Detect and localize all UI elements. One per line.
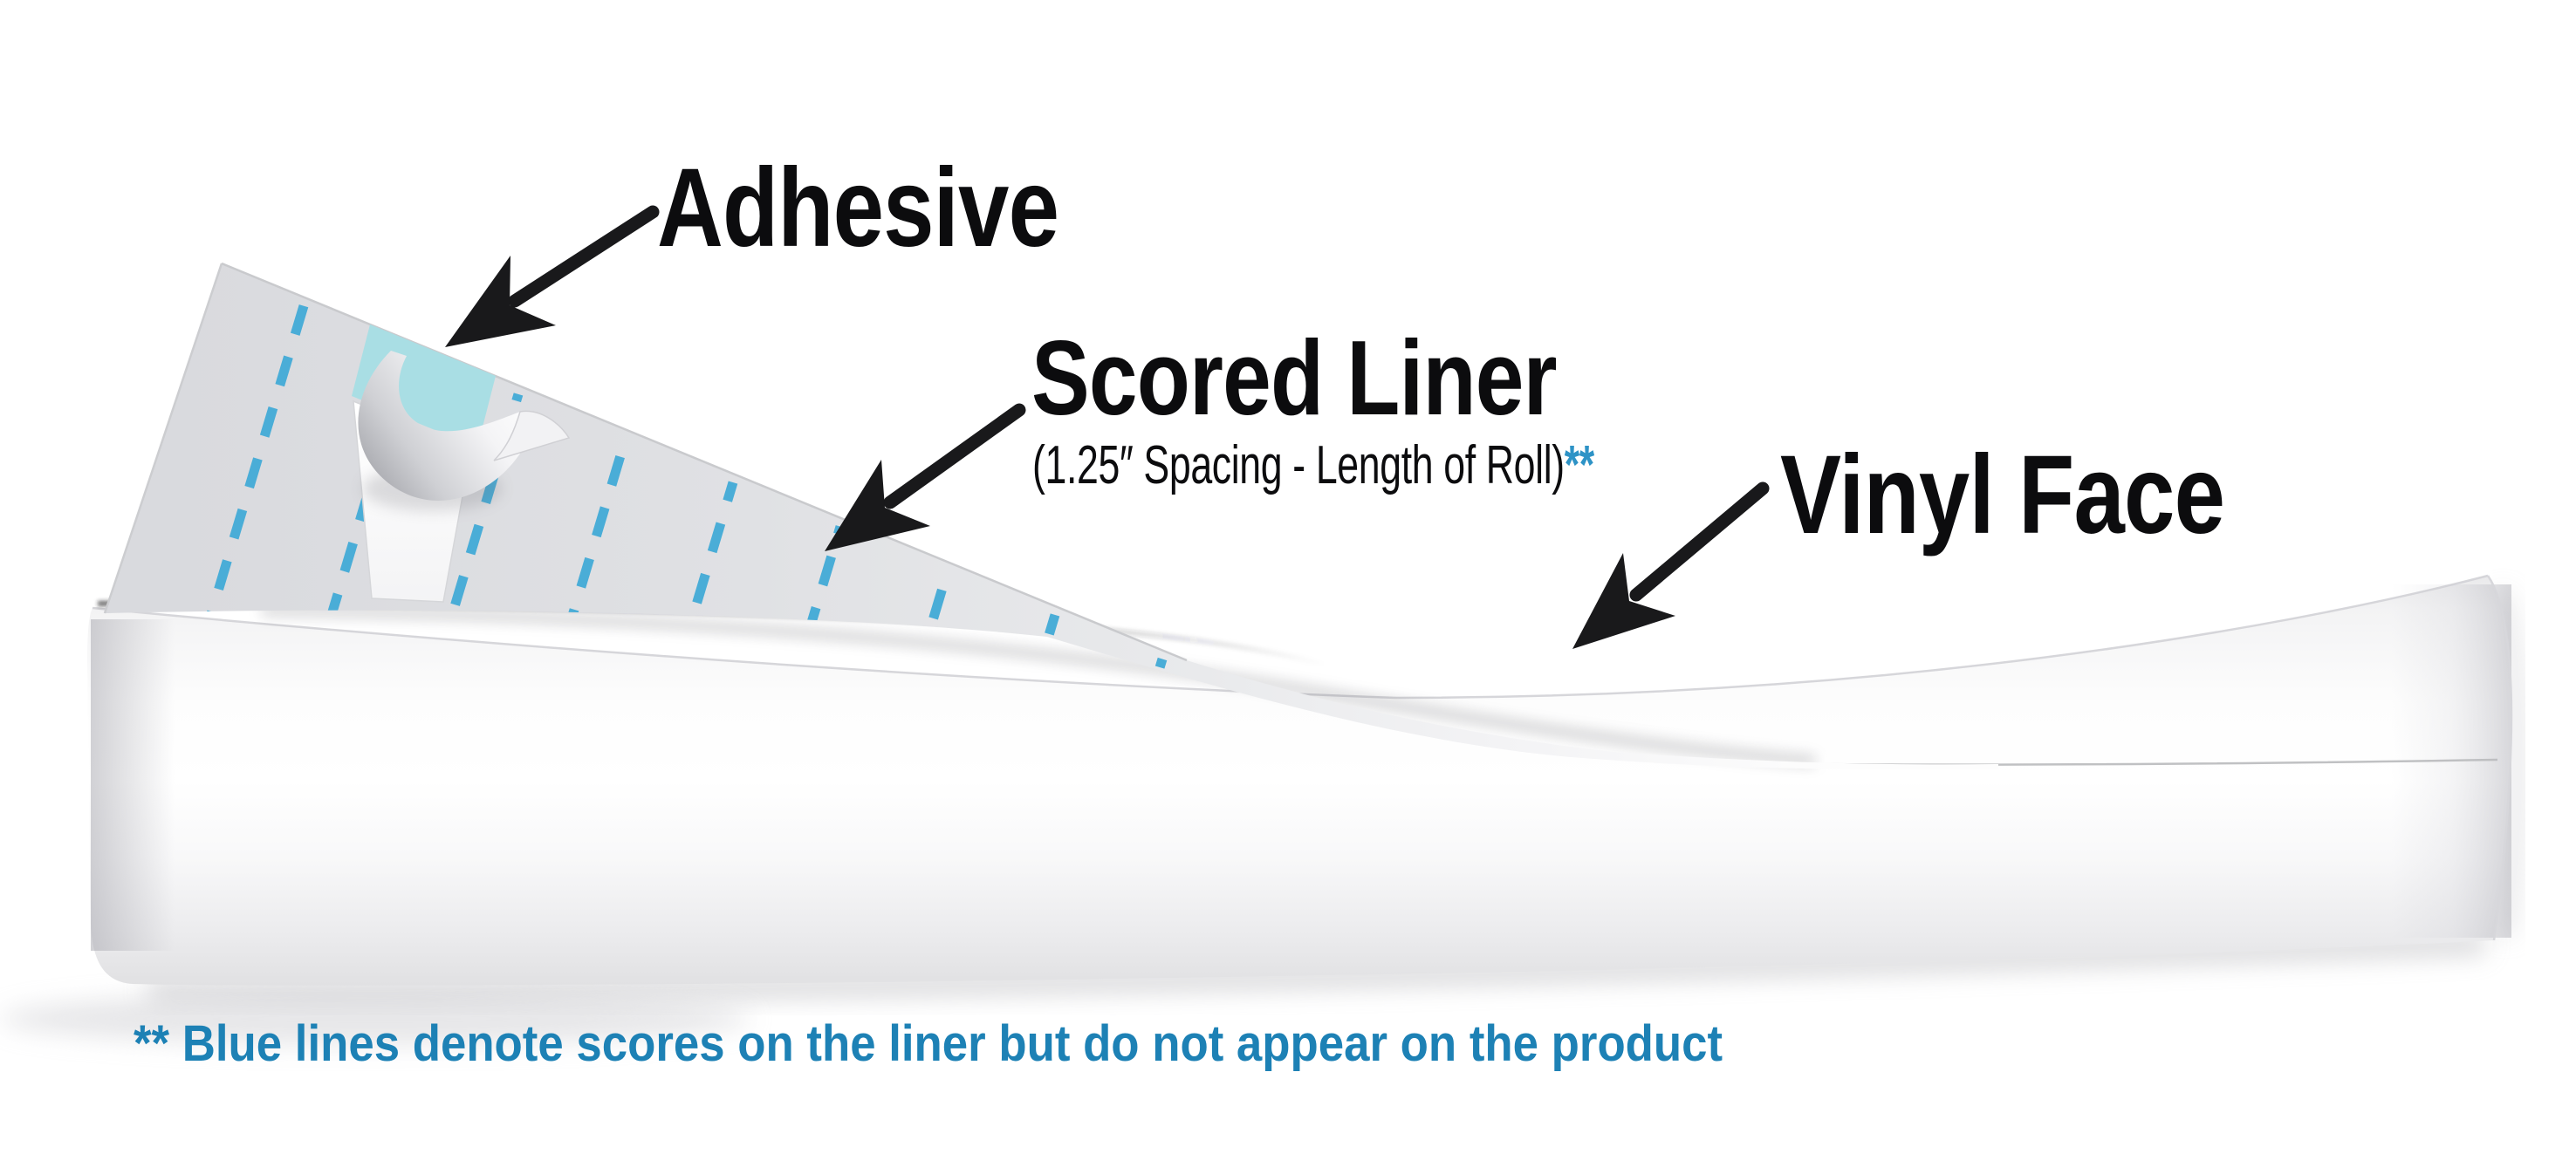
vinyl-roll bbox=[87, 574, 2513, 986]
scored-liner-arrow bbox=[825, 403, 1026, 551]
score-line bbox=[489, 436, 631, 770]
scored-liner-note-text: (1.25″ Spacing - Length of Roll) bbox=[1032, 435, 1565, 495]
liner-top-edge bbox=[221, 262, 1188, 662]
vinyl-face-label: Vinyl Face bbox=[1780, 433, 2225, 557]
scored-liner-label: Scored Liner bbox=[1031, 318, 1558, 437]
roll-shadow bbox=[0, 591, 2525, 1045]
liner-left-edge bbox=[103, 263, 223, 614]
liner-surface bbox=[105, 263, 1998, 770]
adhesive-arrow bbox=[445, 205, 660, 347]
score-line bbox=[730, 525, 846, 770]
roll-top-edge bbox=[92, 574, 2489, 700]
scored-liner-note-marker: ** bbox=[1564, 435, 1594, 495]
scored-liner-note: (1.25″ Spacing - Length of Roll)** bbox=[1032, 439, 1594, 493]
vinyl-face-arrow bbox=[1572, 481, 1770, 649]
adhesive-label: Adhesive bbox=[657, 146, 1059, 270]
liner-curl bbox=[358, 351, 571, 501]
roll-right-edge bbox=[2486, 575, 2513, 941]
footnote: ** Blue lines denote scores on the liner… bbox=[134, 1015, 1723, 1072]
